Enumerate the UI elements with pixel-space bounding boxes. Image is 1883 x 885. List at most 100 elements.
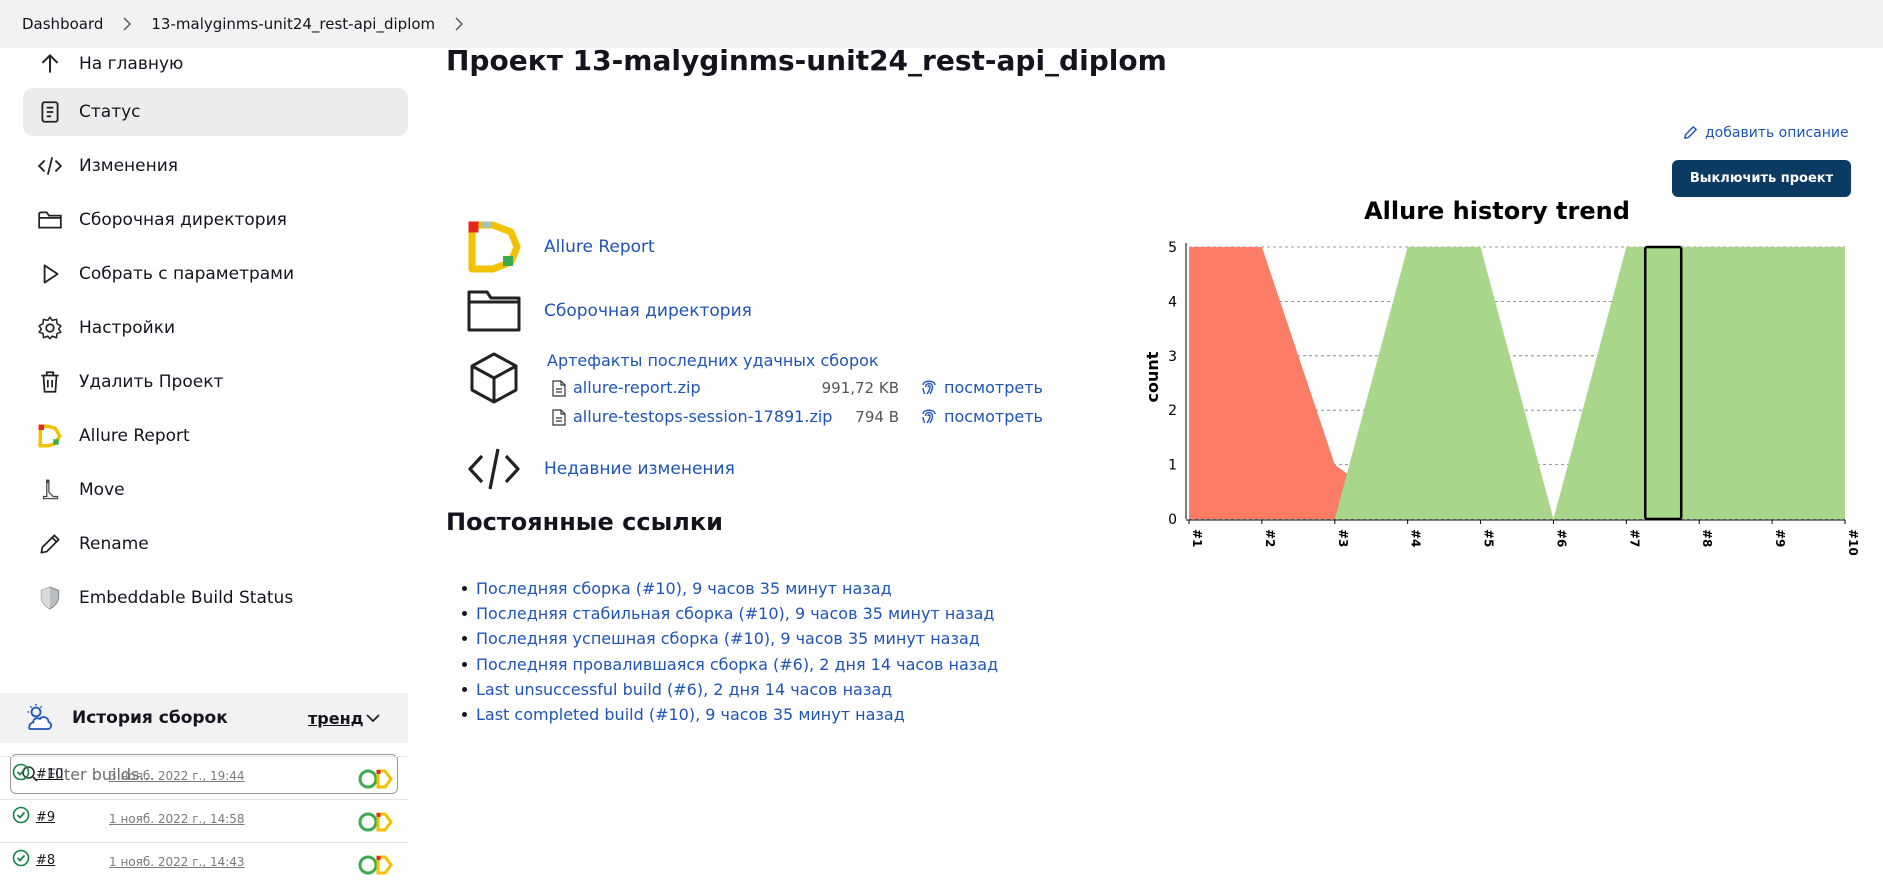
add-description-link[interactable]: добавить описание [1682, 124, 1849, 141]
arrow-up-icon [23, 51, 77, 77]
build-number-link[interactable]: #9 [36, 810, 56, 825]
file-icon [552, 380, 566, 397]
sidebar-item-delete-project[interactable]: Удалить Проект [23, 358, 408, 406]
build-number-link[interactable]: #8 [36, 853, 56, 868]
y-tick-label: 3 [1168, 349, 1177, 365]
trash-icon [23, 369, 77, 395]
sidebar-item-label: Сборочная директория [79, 210, 287, 230]
code-icon[interactable] [466, 441, 522, 497]
sidebar-item-allure-report[interactable]: Allure Report [23, 412, 408, 460]
build-date-link[interactable]: 3 нояб. 2022 г., 19:44 [109, 769, 245, 783]
sidebar: На главную Статус Изменения Сборочная ди… [0, 48, 408, 881]
shield-icon [23, 585, 77, 611]
allure-report-link-row: Allure Report [466, 219, 655, 275]
highlighted-build-marker[interactable] [1643, 245, 1683, 521]
allure-build-icon[interactable] [357, 768, 395, 790]
document-icon [23, 99, 77, 125]
sidebar-item-label: Embeddable Build Status [79, 588, 294, 608]
y-tick-label: 1 [1168, 458, 1177, 474]
x-tick-label: #4 [1409, 529, 1423, 547]
success-check-icon [12, 806, 30, 824]
fingerprint-icon[interactable] [920, 406, 938, 426]
folder-icon [23, 207, 77, 233]
artifact-name-link[interactable]: allure-testops-session-17891.zip [573, 407, 833, 426]
success-check-icon [12, 849, 30, 867]
permalink[interactable]: Последняя стабильная сборка (#10), 9 час… [476, 604, 995, 624]
sidebar-item-embeddable-build-status[interactable]: Embeddable Build Status [23, 574, 408, 622]
allure-build-icon[interactable] [357, 854, 395, 876]
view-artifact-link[interactable]: посмотреть [944, 407, 1043, 426]
list-item: Last completed build (#10), 9 часов 35 м… [461, 702, 998, 727]
filter-builds-input[interactable] [47, 764, 377, 784]
breadcrumb: Dashboard 13-malyginms-unit24_rest-api_d… [0, 0, 1883, 48]
artifact-row: allure-testops-session-17891.zip 794 B п… [552, 406, 1052, 430]
permalink[interactable]: Последняя сборка (#10), 9 часов 35 минут… [476, 579, 892, 598]
sidebar-item-label: Настройки [79, 318, 176, 338]
sidebar-item-label: Статус [79, 102, 141, 122]
sidebar-item-status[interactable]: Статус [23, 88, 408, 136]
pencil-icon [23, 531, 77, 557]
trend-link[interactable]: тренд [308, 708, 364, 728]
permalink[interactable]: Last completed build (#10), 9 часов 35 м… [476, 704, 905, 724]
build-number-link[interactable]: #10 [36, 767, 64, 782]
series-area-failed [1189, 247, 1845, 519]
permalink[interactable]: Last unsuccessful build (#6), 2 дня 14 ч… [476, 679, 893, 699]
recent-changes-link[interactable]: Недавние изменения [544, 459, 735, 479]
allure-build-icon[interactable] [357, 811, 395, 833]
sidebar-item-label: Собрать с параметрами [79, 264, 295, 284]
view-artifact-link[interactable]: посмотреть [944, 378, 1043, 397]
permalink[interactable]: Последняя провалившаяся сборка (#6), 2 д… [476, 654, 999, 674]
build-date-link[interactable]: 1 нояб. 2022 г., 14:43 [109, 855, 245, 869]
y-tick-label: 0 [1168, 512, 1177, 528]
sidebar-item-workspace[interactable]: Сборочная директория [23, 196, 408, 244]
workspace-link[interactable]: Сборочная директория [544, 301, 752, 321]
list-item: Последняя успешная сборка (#10), 9 часов… [461, 626, 998, 651]
chevron-down-icon[interactable] [364, 709, 382, 727]
chevron-right-icon[interactable] [121, 17, 133, 31]
sidebar-item-changes[interactable]: Изменения [23, 142, 408, 190]
y-tick-label: 4 [1168, 294, 1177, 310]
breadcrumb-dashboard[interactable]: Dashboard [22, 15, 104, 33]
build-row: #10 3 нояб. 2022 г., 19:44 [0, 756, 408, 799]
filter-builds-field [10, 754, 398, 794]
sidebar-item-settings[interactable]: Настройки [23, 304, 408, 352]
x-tick-label: #3 [1336, 529, 1350, 547]
allure-logo-icon[interactable] [466, 219, 522, 275]
y-tick-label: 2 [1168, 403, 1177, 419]
artifact-size: 991,72 KB [821, 379, 899, 397]
allure-report-link[interactable]: Allure Report [544, 237, 655, 257]
x-tick-label: #2 [1263, 529, 1277, 547]
permalinks-list: Последняя сборка (#10), 9 часов 35 минут… [461, 576, 999, 727]
folder-icon[interactable] [466, 283, 522, 339]
artifacts-row [466, 350, 522, 406]
artifact-size: 794 B [855, 408, 899, 426]
sidebar-item-label: Удалить Проект [79, 372, 224, 392]
breadcrumb-project[interactable]: 13-malyginms-unit24_rest-api_diplom [151, 15, 436, 33]
x-tick-label: #6 [1554, 529, 1568, 547]
sidebar-item-rename[interactable]: Rename [23, 520, 408, 568]
build-date-link[interactable]: 1 нояб. 2022 г., 14:58 [109, 812, 245, 826]
build-history-header: История сборок тренд [0, 693, 408, 743]
gear-icon [23, 315, 77, 341]
search-icon [22, 766, 38, 782]
workspace-link-row: Сборочная директория [466, 283, 752, 339]
x-tick-label: #1 [1190, 529, 1204, 547]
fingerprint-icon[interactable] [920, 377, 938, 397]
file-icon [552, 409, 566, 426]
artifacts-title-link[interactable]: Артефакты последних удачных сборок [547, 351, 879, 370]
disable-project-button[interactable]: Выключить проект [1672, 160, 1851, 197]
sidebar-item-label: Изменения [79, 156, 179, 176]
page-title: Проект 13-malyginms-unit24_rest-api_dipl… [446, 44, 1167, 77]
sidebar-item-home[interactable]: На главную [23, 40, 408, 88]
x-tick-label: #10 [1846, 529, 1860, 556]
recent-changes-link-row: Недавние изменения [466, 441, 735, 497]
permalink[interactable]: Последняя успешная сборка (#10), 9 часов… [476, 629, 980, 649]
pencil-icon [1684, 126, 1697, 139]
sidebar-item-move[interactable]: Move [23, 466, 408, 514]
code-icon [23, 153, 77, 179]
artifact-name-link[interactable]: allure-report.zip [573, 378, 701, 397]
sidebar-item-build-with-params[interactable]: Собрать с параметрами [23, 250, 408, 298]
chevron-right-icon[interactable] [453, 17, 465, 31]
